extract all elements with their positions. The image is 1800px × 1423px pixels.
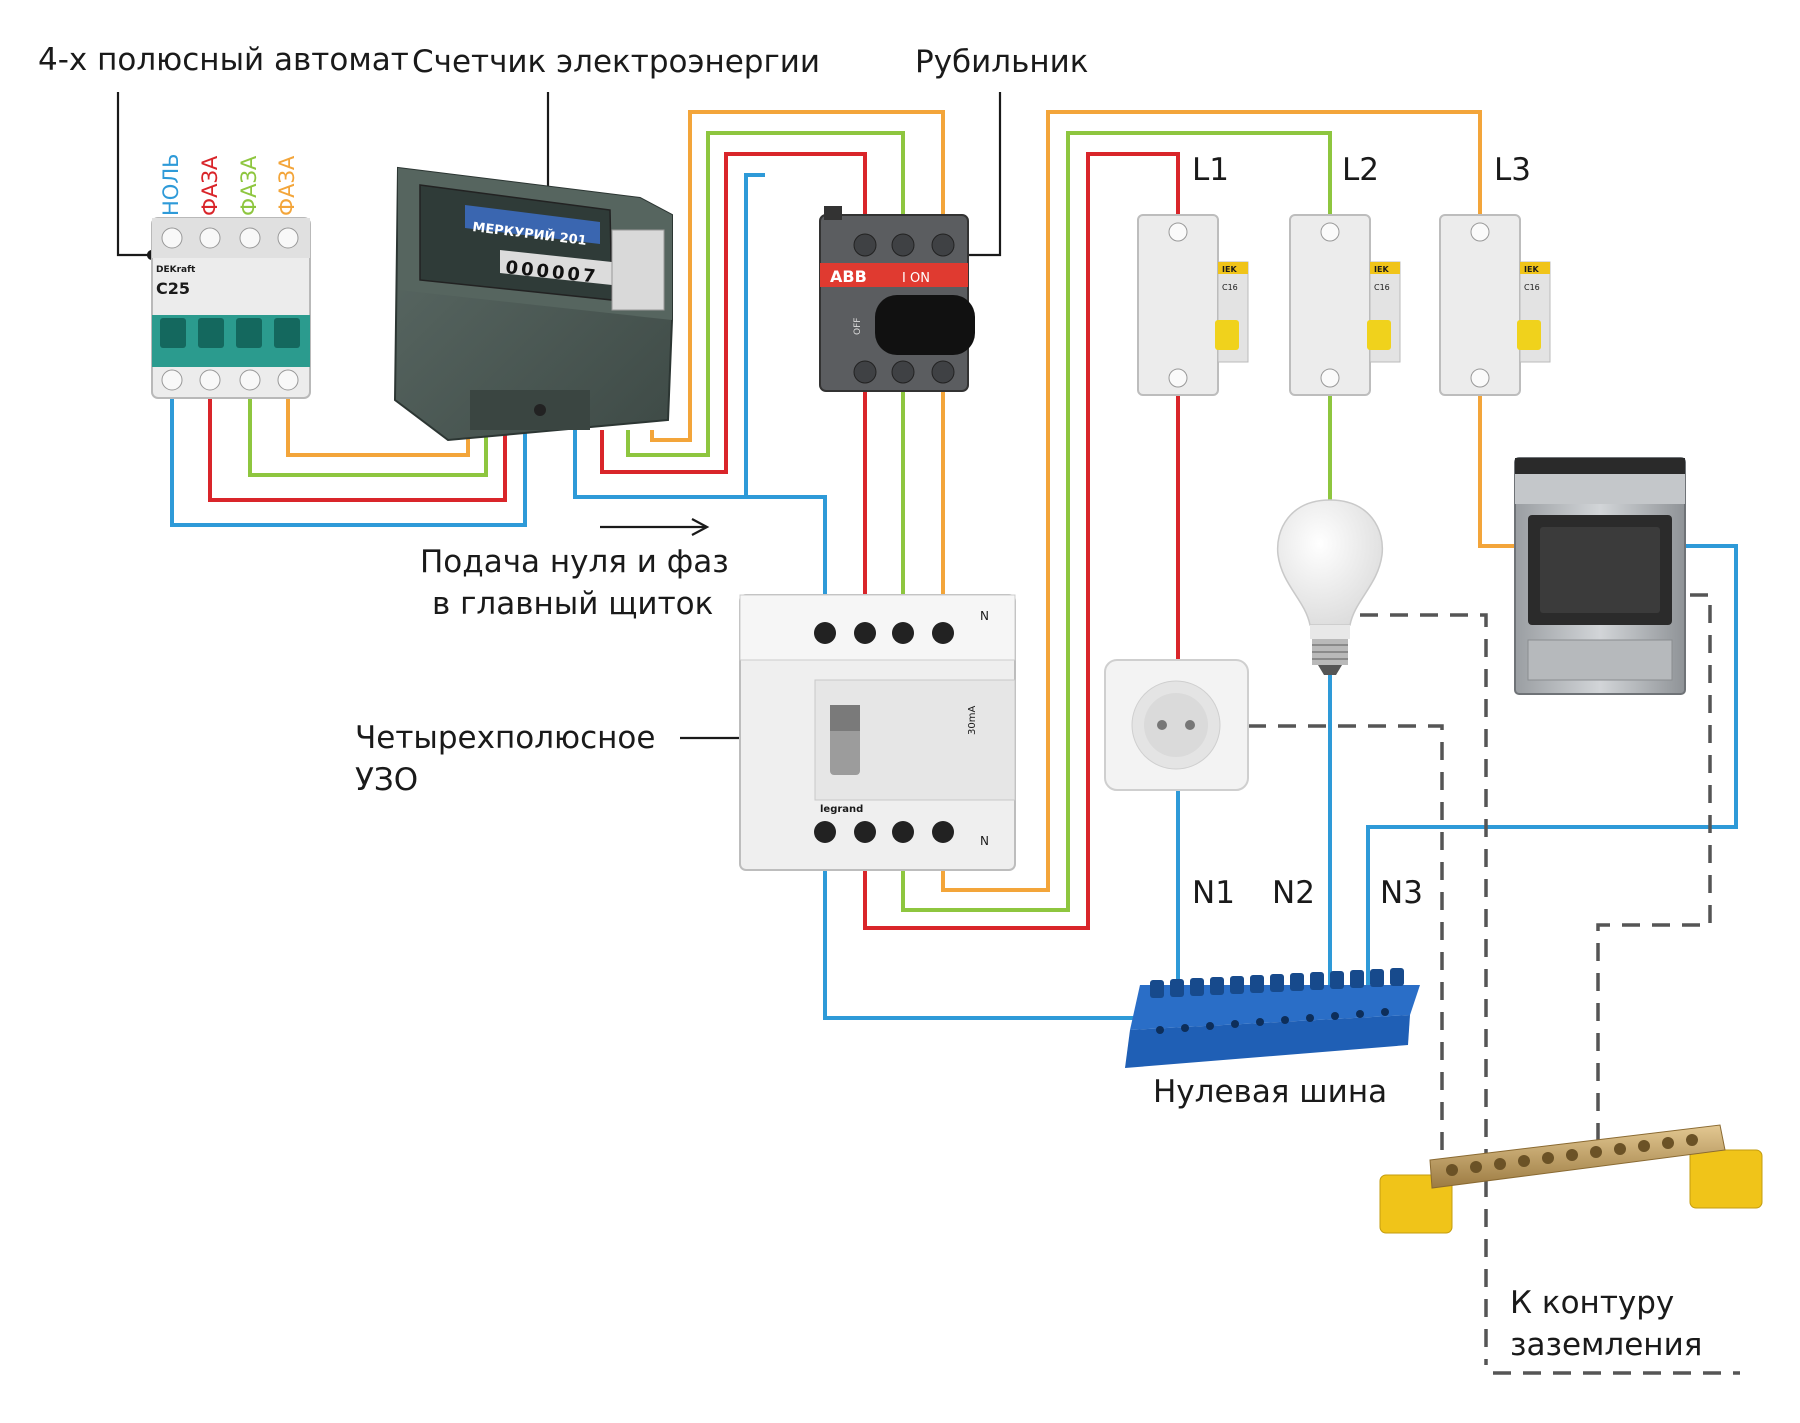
terminal-label-neutral: НОЛЬ (159, 153, 183, 216)
label-l1: L1 (1192, 152, 1229, 188)
power-socket (1104, 659, 1249, 791)
mcb-l1-brand: IEK (1222, 265, 1237, 274)
wire-neutral-meter-up (744, 173, 765, 497)
mcb-l3: IEK C16 (1439, 214, 1551, 396)
electric-stove (1514, 457, 1686, 695)
mcb-l1-rating: C16 (1222, 283, 1238, 292)
ground-wire-socket (1248, 724, 1444, 1150)
wire-neutral-breaker-meter (170, 392, 527, 527)
terminal-label-phase-c: ФАЗА (275, 155, 299, 216)
mcb-l1: IEK C16 (1137, 214, 1249, 396)
label-ground-line2: заземления (1510, 1327, 1702, 1363)
feed-arrow-head (691, 518, 710, 536)
light-bulb (1276, 499, 1384, 675)
ground-wire-stove (1596, 593, 1712, 1150)
wire-phase-c-rcd-l3 (941, 110, 1482, 892)
label-breaker: 4-х полюсный автомат (38, 42, 409, 78)
wire-n3 (1366, 544, 1738, 985)
label-meter: Счетчик электроэнергии (412, 44, 820, 80)
rcd-n-top: N (980, 609, 989, 623)
rcd-rating: 30mA (967, 706, 978, 735)
mcb-l2-rating: C16 (1374, 283, 1390, 292)
label-ground-line1: К контуру (1510, 1285, 1674, 1321)
four-pole-breaker: DEKraft C25 (151, 217, 311, 399)
four-pole-rcd: N N 30mA legrand (739, 594, 1016, 871)
wire-phase-b-meter-switch (626, 131, 905, 457)
label-n1: N1 (1192, 875, 1235, 911)
wire-neutral-rcd-bus (823, 855, 1135, 1020)
wire-phase-c-breaker-meter (286, 392, 470, 457)
energy-meter: МЕРКУРИЙ 201 000007 (393, 166, 673, 442)
breaker-rating: C25 (156, 279, 190, 298)
mcb-l3-brand: IEK (1524, 265, 1539, 274)
leader-switch (960, 92, 1002, 257)
label-rcd-line2: УЗО (355, 762, 418, 798)
wire-phase-a-rcd-l1 (863, 152, 1180, 930)
neutral-bus-bar (1125, 968, 1420, 1068)
wire-phase-b-rcd-l2 (901, 131, 1332, 912)
wire-phase-a-breaker-meter (208, 392, 507, 502)
label-rcd-line1: Четырехполюсное (355, 720, 655, 756)
wire-l3-to-stove (1478, 390, 1515, 548)
terminal-label-phase-b: ФАЗА (237, 155, 261, 216)
wire-phase-c-meter-switch (650, 110, 945, 442)
label-l2: L2 (1342, 152, 1379, 188)
label-feed-line1: Подача нуля и фаз (420, 544, 729, 580)
label-n2: N2 (1272, 875, 1315, 911)
label-neutral-bus: Нулевая шина (1153, 1074, 1387, 1110)
ground-wire-lamp (1360, 613, 1488, 1365)
switch-on-label: I ON (902, 271, 930, 286)
mcb-l3-rating: C16 (1524, 283, 1540, 292)
leader-breaker (116, 92, 152, 257)
ground-bus-bar (1379, 1124, 1763, 1234)
mcb-l2-brand: IEK (1374, 265, 1389, 274)
mcb-l2: IEK C16 (1289, 214, 1401, 396)
switch-brand: ABB (830, 267, 867, 286)
wire-neutral-meter-rcd (573, 430, 827, 610)
knife-switch: ABB I ON OFF (819, 206, 975, 392)
breaker-brand: DEKraft (156, 265, 196, 275)
rcd-n-bottom: N (980, 834, 989, 848)
terminal-label-phase-a: ФАЗА (198, 155, 222, 216)
label-feed-line2: в главный щиток (432, 586, 713, 622)
wire-phase-b-breaker-meter (248, 392, 488, 477)
rcd-brand: legrand (820, 804, 863, 815)
label-switch: Рубильник (915, 44, 1089, 80)
wire-phase-a-meter-switch (600, 152, 867, 474)
label-l3: L3 (1494, 152, 1531, 188)
switch-off-label: OFF (853, 318, 863, 335)
label-n3: N3 (1380, 875, 1423, 911)
